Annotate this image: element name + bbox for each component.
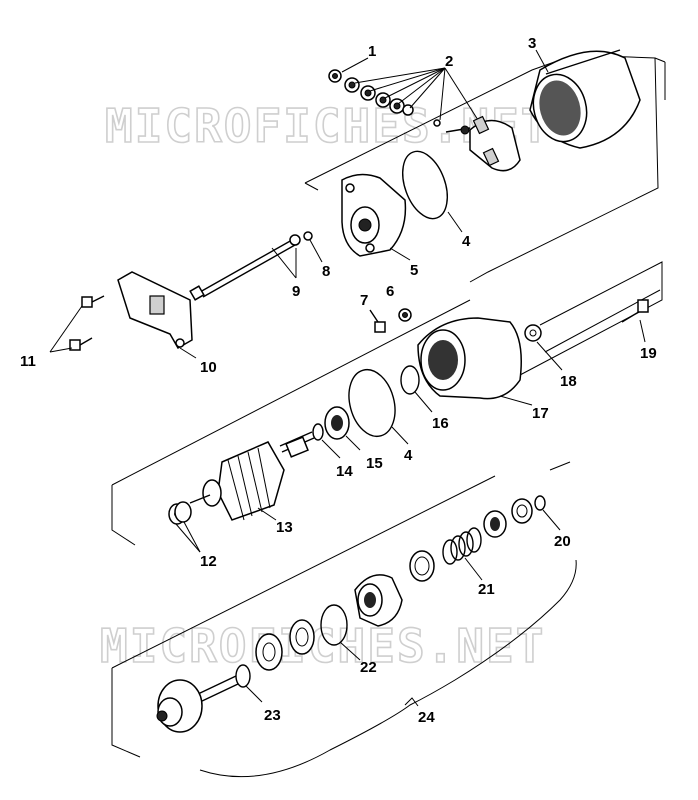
part-1-nut (328, 57, 369, 83)
part-21-spring (409, 527, 483, 582)
part-10-bracket (117, 271, 197, 359)
part-18-washer (524, 324, 563, 371)
callout-3: 3 (528, 35, 536, 52)
callout-1: 1 (368, 43, 376, 60)
callout-11: 11 (20, 353, 36, 370)
overrunning-clutch (354, 574, 403, 627)
part-24-group-brace (199, 559, 577, 778)
callout-5: 5 (410, 262, 418, 279)
callout-6: 6 (386, 283, 394, 300)
callout-13: 13 (276, 519, 293, 536)
part-19-bolt (621, 299, 649, 343)
callout-16: 16 (432, 415, 449, 432)
callout-24: 24 (418, 709, 435, 726)
part-7-screw (369, 309, 386, 333)
part-20-ring (483, 495, 561, 538)
part-22-ring (320, 604, 361, 661)
lower-assembly-outline (111, 461, 571, 758)
callout-23: 23 (264, 707, 281, 724)
callout-12: 12 (200, 553, 217, 570)
part-8-washer (303, 231, 323, 263)
stopper-parts (255, 619, 315, 671)
part-4-o-ring-lower (348, 368, 409, 445)
part-16-o-ring (400, 365, 433, 413)
part-11-bolts (49, 295, 105, 353)
callout-4-upper: 4 (462, 233, 471, 250)
callout-10: 10 (200, 359, 217, 376)
callout-21: 21 (478, 581, 495, 598)
callout-20: 20 (554, 533, 571, 550)
brush-holder (445, 115, 521, 172)
pinion-shaft (156, 675, 239, 733)
callout-17: 17 (532, 405, 549, 422)
callout-18: 18 (560, 373, 577, 390)
callout-22: 22 (360, 659, 377, 676)
part-15-bearing (324, 406, 361, 451)
part-12-bearings (168, 501, 201, 553)
callout-19: 19 (640, 345, 657, 362)
callout-9: 9 (292, 283, 300, 300)
callout-15: 15 (366, 455, 383, 472)
callout-4-lower: 4 (404, 447, 413, 464)
callout-8: 8 (322, 263, 330, 280)
part-4-o-ring-upper (402, 150, 463, 233)
part-6-nut (398, 308, 412, 322)
part-5-end-frame (341, 173, 411, 261)
middle-assembly-outline (111, 261, 663, 546)
callout-labels: 1 2 3 4 5 6 7 8 9 10 11 12 13 14 15 16 1… (20, 35, 657, 726)
callout-14: 14 (336, 463, 353, 480)
callout-7: 7 (360, 292, 368, 309)
part-2-washer-set (344, 67, 479, 127)
part-9-through-bolt (189, 234, 301, 301)
part-17-front-housing (417, 317, 533, 406)
part-13-armature (189, 431, 315, 521)
part-14-snap-ring (312, 423, 341, 459)
part-3-yoke-housing (529, 49, 641, 149)
callout-2: 2 (445, 53, 453, 70)
